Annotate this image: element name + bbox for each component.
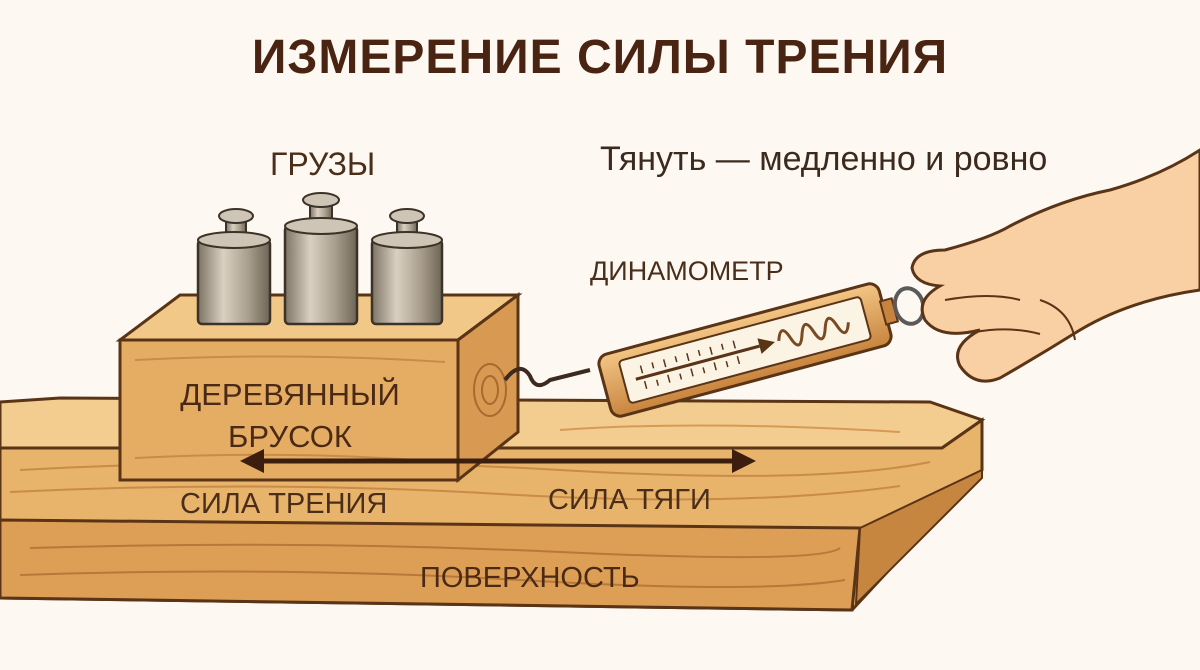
- hand: [910, 148, 1200, 383]
- weights-group: [196, 192, 444, 326]
- block-label-line2: БРУСОК: [228, 419, 352, 454]
- thrust-force-label: СИЛА ТЯГИ: [548, 484, 711, 516]
- pull-instruction-label: Тянуть — медленно и ровно: [600, 140, 1048, 178]
- block-hook: [503, 367, 591, 388]
- weight-2: [283, 192, 359, 326]
- surface-label: ПОВЕРХНОСТЬ: [420, 562, 640, 594]
- friction-force-arrow: [240, 449, 470, 473]
- dynamometer-label: ДИНАМОМЕТР: [590, 256, 784, 286]
- dynamometer: [597, 282, 926, 418]
- page-title: ИЗМЕРЕНИЕ СИЛЫ ТРЕНИЯ: [251, 31, 949, 84]
- weight-1: [196, 208, 272, 326]
- thrust-force-arrow: [470, 449, 756, 473]
- friction-force-label: СИЛА ТРЕНИЯ: [180, 488, 388, 520]
- block-label: ДЕРЕВЯННЫЙ БРУСОК: [180, 374, 400, 458]
- weight-3: [370, 208, 444, 326]
- block-label-line1: ДЕРЕВЯННЫЙ: [180, 377, 400, 412]
- weights-label: ГРУЗЫ: [270, 146, 376, 182]
